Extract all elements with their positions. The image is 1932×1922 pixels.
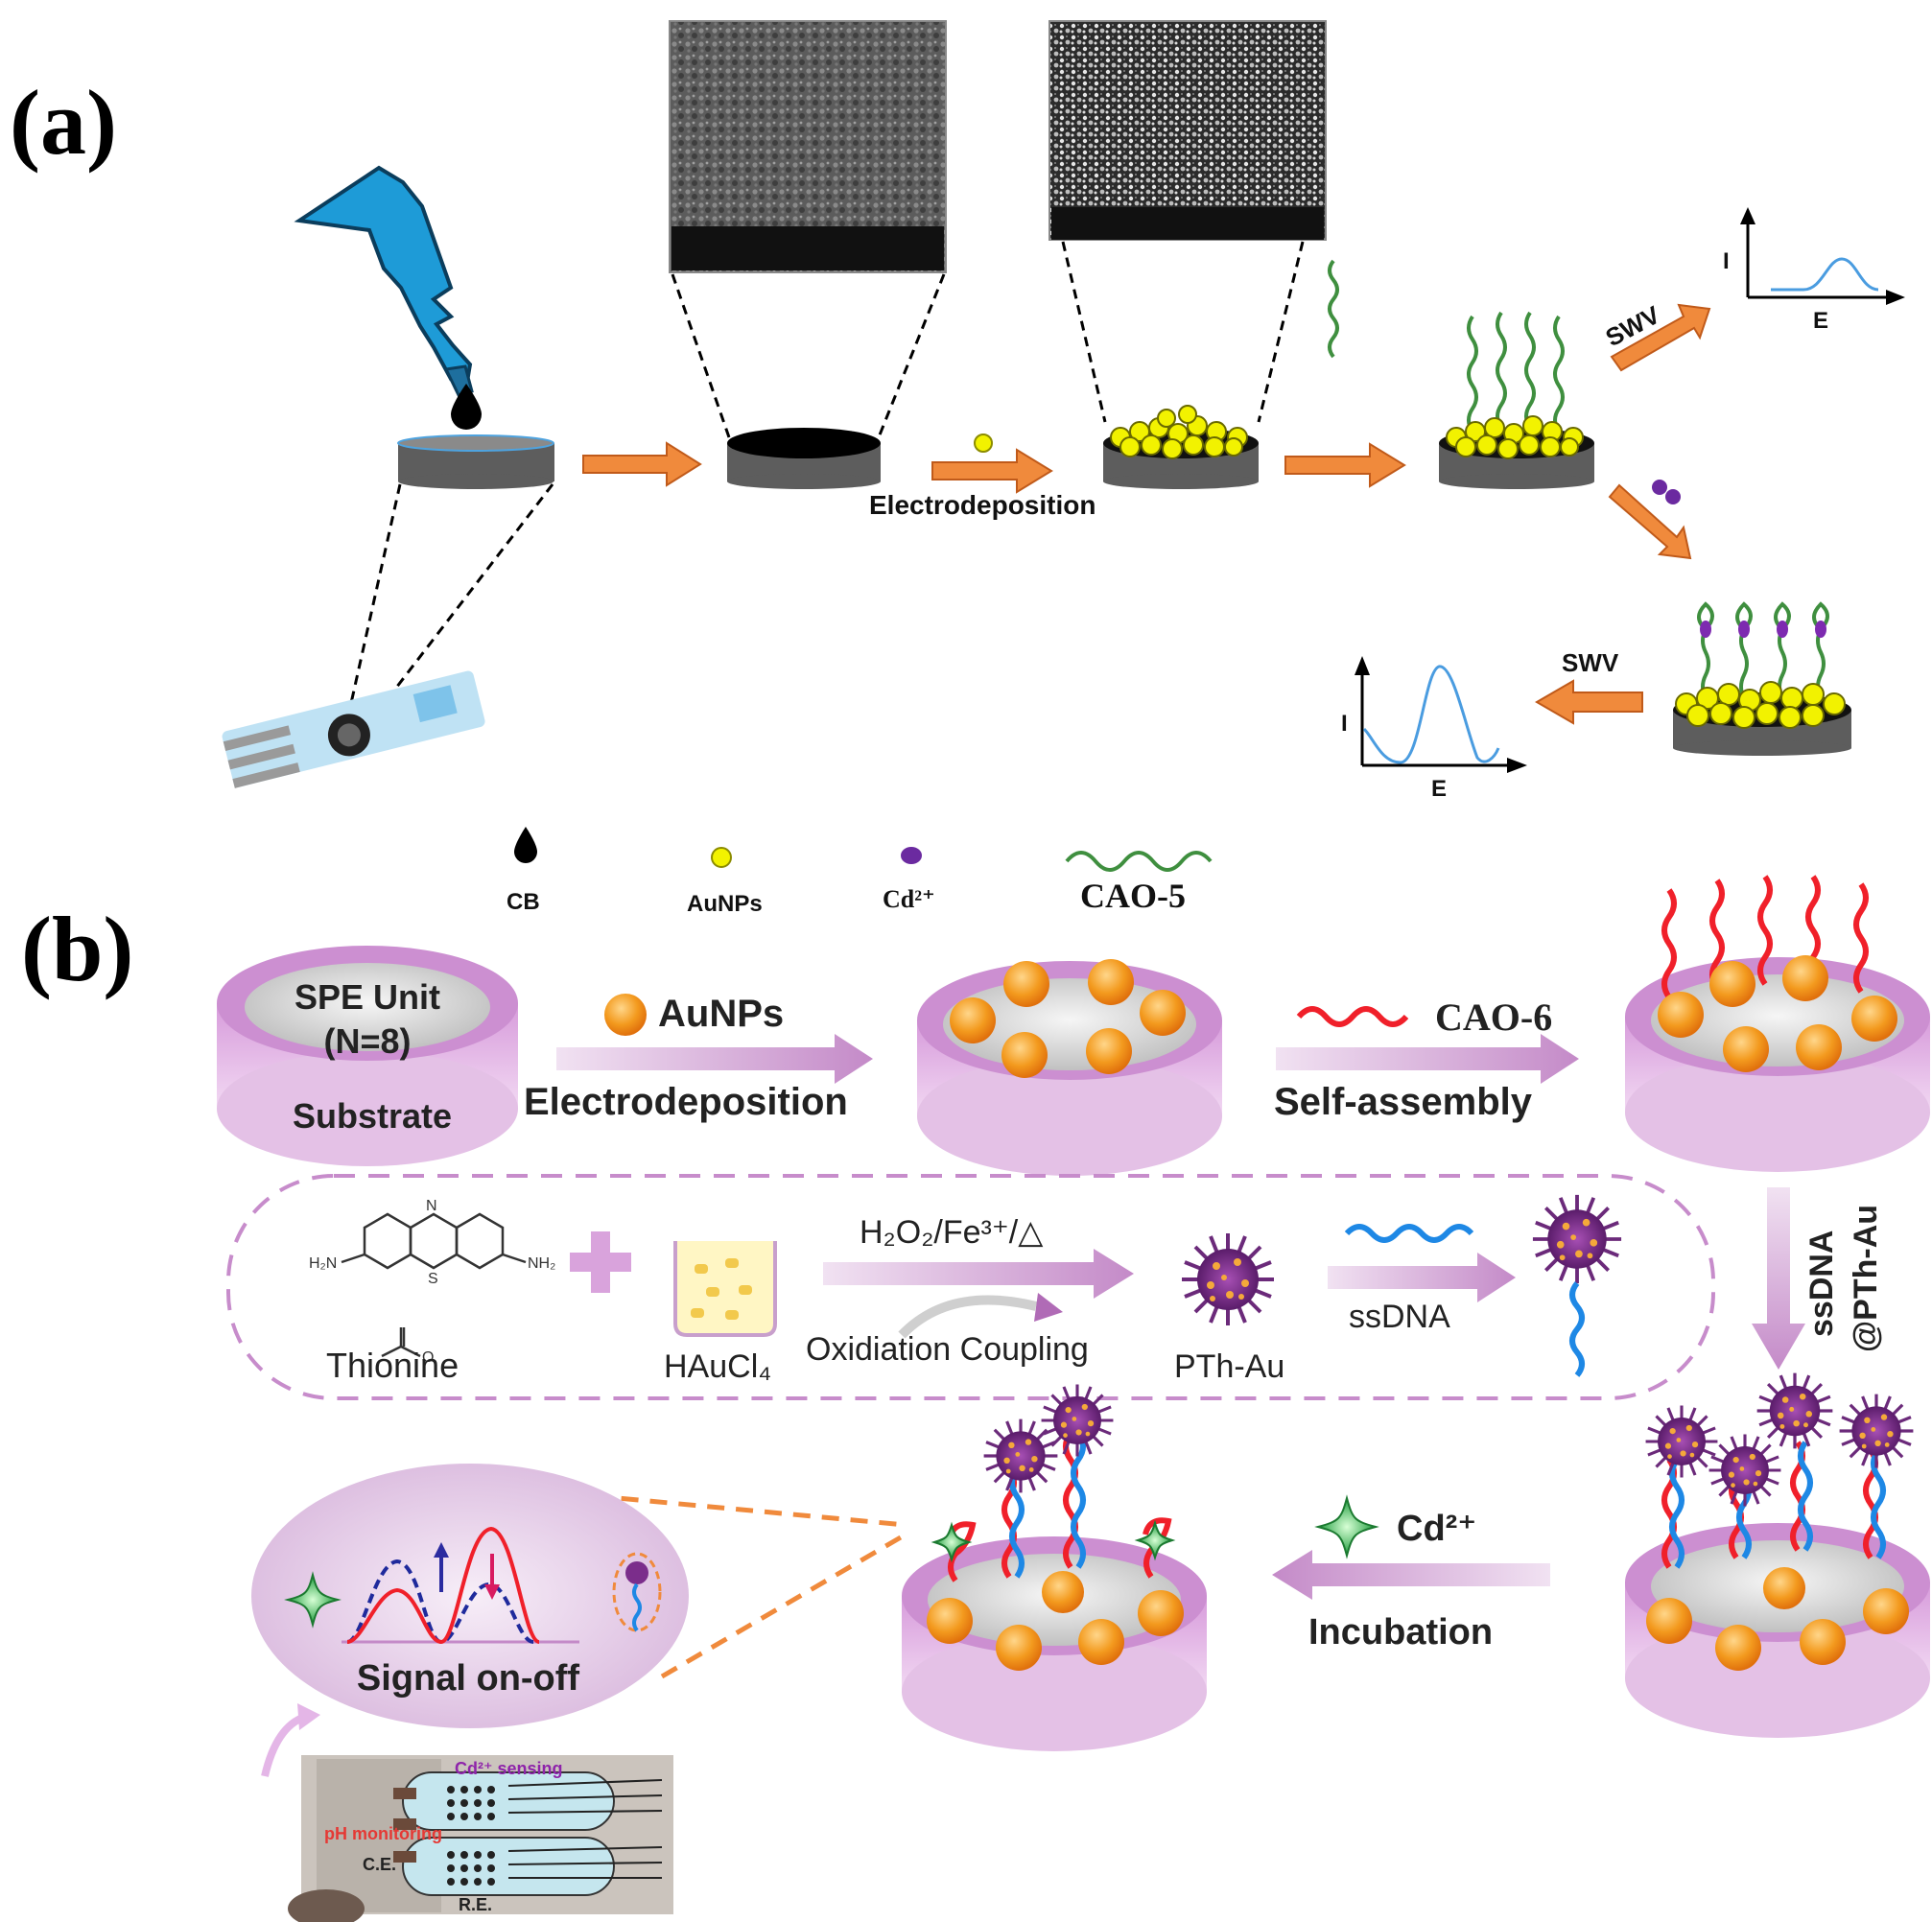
ssdna-pth-conjugate-icon <box>1531 1193 1623 1285</box>
svg-text:N: N <box>426 1198 437 1214</box>
cao6-label: CAO-6 <box>1435 996 1552 1039</box>
legend-cd-label: Cd²⁺ <box>883 885 935 913</box>
curved-arrow-icon <box>898 1295 1038 1339</box>
panel-b-label: (b) <box>21 898 133 1000</box>
arrow-swv-top <box>1610 303 1711 372</box>
haucl4-label: HAuCl₄ <box>664 1348 771 1385</box>
spe-n-label: (N=8) <box>323 1021 411 1061</box>
thionine-label: Thionine <box>326 1346 459 1385</box>
incubation-label: Incubation <box>1308 1612 1493 1652</box>
legend-a: CB AuNPs Cd²⁺ CAO-5 <box>507 827 1213 917</box>
cd-star-oval-icon <box>284 1571 342 1629</box>
signal-on-off-label: Signal on-off <box>357 1658 580 1699</box>
aunp-disk <box>1103 405 1259 489</box>
arrow-a2 <box>931 448 1053 494</box>
self-assembly-label: Self-assembly <box>1274 1081 1533 1123</box>
ssdna-label: ssDNA <box>1349 1299 1450 1335</box>
legend-cb-droplet-icon <box>514 827 537 863</box>
duplex-disk <box>1625 1371 1930 1738</box>
swv-plot-top: I E <box>1723 207 1905 334</box>
arrow-a3 <box>1284 442 1406 488</box>
svg-text:NH₂: NH₂ <box>528 1255 555 1272</box>
legend-cao5-label: CAO-5 <box>1080 877 1186 915</box>
legend-cb-label: CB <box>507 889 540 915</box>
photo-cd-sensing-label: Cd²⁺ sensing <box>455 1759 563 1778</box>
thionine-atom-labels: N S H₂N NH₂ O <box>309 1198 555 1366</box>
legend-aunp-icon <box>711 847 732 868</box>
sem-image-aunps <box>1048 20 1327 241</box>
synthesis-box <box>226 1174 1715 1400</box>
arrow-electrodeposition-b <box>556 1034 873 1084</box>
panel-a-label: (a) <box>10 71 117 174</box>
bare-electrode-disk <box>397 434 554 489</box>
cd-bound-disk-b <box>902 1383 1207 1751</box>
arrow-oxidation <box>823 1249 1134 1299</box>
cd-label-b: Cd²⁺ <box>1397 1509 1476 1549</box>
legend-cd-icon <box>901 847 922 864</box>
axis-e-bottom: E <box>1431 776 1447 802</box>
cd-bound-disk <box>1673 601 1851 756</box>
substrate-label: Substrate <box>293 1096 452 1136</box>
arrow-ssdna <box>1328 1253 1516 1302</box>
beaker-icon <box>673 1241 777 1337</box>
electrodeposition-label-a: Electrodeposition <box>869 490 1096 520</box>
cao5-modified-disk <box>1439 311 1594 489</box>
legend-cao5-strand-icon <box>1065 851 1213 872</box>
cao6-strand-icon <box>1296 1006 1409 1027</box>
h2o2-label: H₂O₂/Fe³⁺/△ <box>860 1214 1044 1251</box>
arrow-cd-down <box>1608 483 1692 560</box>
signal-oval: Signal on-off <box>251 1464 689 1728</box>
photo-ce-label: C.E. <box>363 1855 396 1874</box>
ssdna-strand-icon <box>1344 1224 1474 1243</box>
arrow-swv-bottom <box>1535 679 1643 725</box>
electrodeposition-label-b: Electrodeposition <box>524 1081 848 1123</box>
swv-plot-bottom: I E <box>1341 656 1527 802</box>
spe-chip-image <box>222 670 485 788</box>
axis-e-top: E <box>1813 308 1828 334</box>
pth-au-particle-icon <box>1180 1231 1276 1327</box>
arrow-incubation <box>1272 1550 1550 1600</box>
spe-substrate-disk: SPE Unit (N=8) Substrate <box>217 946 518 1166</box>
ssdna-pth-label-line2: @PTh-Au <box>1848 1205 1884 1352</box>
cb-coated-disk <box>727 428 881 489</box>
axis-i-top: I <box>1723 248 1730 274</box>
svg-text:O: O <box>422 1349 434 1366</box>
ssdna-pth-label-line1: ssDNA <box>1803 1231 1840 1337</box>
cd-ion-icon <box>1652 480 1667 495</box>
arrow-ssdna-pth-down <box>1752 1187 1805 1370</box>
pipette-icon <box>294 165 474 397</box>
device-photo: Cd²⁺ sensing pH monitoring C.E. R.E. <box>288 1755 673 1922</box>
cd-star-icon <box>1314 1494 1379 1559</box>
plus-icon <box>570 1231 631 1293</box>
swv-label-bottom: SWV <box>1562 648 1619 677</box>
svg-text:H₂N: H₂N <box>309 1255 337 1272</box>
photo-re-label: R.E. <box>459 1895 492 1914</box>
legend-aunps-label: AuNPs <box>687 891 763 917</box>
svg-text:S: S <box>428 1271 438 1287</box>
thionine-structure <box>341 1212 527 1358</box>
photo-ph-label: pH monitoring <box>324 1824 442 1843</box>
oxidation-coupling-label: Oxidiation Coupling <box>806 1331 1089 1368</box>
axis-i-bottom: I <box>1341 711 1348 737</box>
aunp-icon <box>974 434 993 453</box>
aunp-disk-b <box>917 959 1222 1176</box>
cao6-disk <box>1625 875 1930 1172</box>
arrow-self-assembly <box>1276 1034 1579 1084</box>
pth-au-label: PTh-Au <box>1174 1348 1284 1385</box>
aunps-label-b: AuNPs <box>658 993 784 1035</box>
spe-unit-label: SPE Unit <box>295 977 440 1017</box>
arrow-a1 <box>582 441 702 487</box>
cao5-strand-icon <box>1328 259 1339 359</box>
aunp-orange-icon <box>604 994 647 1036</box>
cb-droplet-icon <box>451 384 482 430</box>
